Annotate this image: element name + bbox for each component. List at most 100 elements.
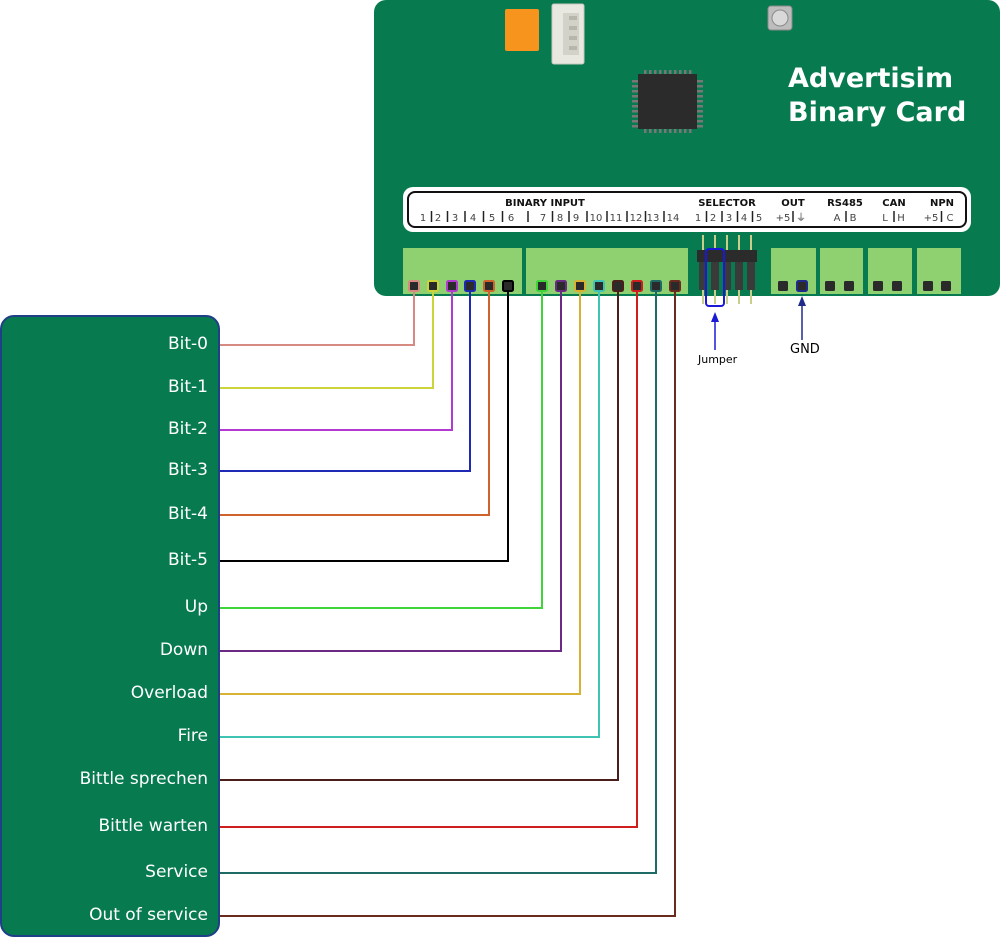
terminal-screw	[844, 281, 854, 291]
jumper-marker	[705, 248, 725, 307]
terminal-screw	[873, 281, 883, 291]
strip-pin-label: 4	[741, 213, 747, 224]
input-screw	[446, 280, 458, 292]
header-pin-body	[735, 262, 743, 290]
strip-title-selector: SELECTOR	[698, 198, 756, 209]
signal-label-bit-1: Bit-1	[167, 377, 208, 397]
wire	[220, 292, 434, 389]
input-screw	[536, 280, 548, 292]
strip-pin-label: ⏚	[796, 212, 806, 224]
white-connector	[551, 3, 585, 65]
strip-pin-label: 1	[420, 213, 426, 224]
controller-panel	[0, 315, 220, 937]
header-pin-body	[723, 262, 731, 290]
input-screw	[483, 280, 495, 292]
signal-label-bit-3: Bit-3	[167, 460, 208, 480]
signal-label-down: Down	[159, 640, 208, 660]
signal-label-bit-4: Bit-4	[167, 504, 208, 524]
terminal-block	[526, 248, 688, 294]
board-title-line2: Binary Card	[788, 97, 967, 128]
strip-pin-label: A	[834, 213, 841, 224]
jumper-label: Jumper	[698, 353, 738, 366]
strip-pin-label: 5	[756, 213, 762, 224]
strip-pin-label: +5	[776, 213, 791, 224]
signal-label-fire: Fire	[177, 726, 208, 746]
wire	[220, 292, 657, 874]
signal-label-bit-5: Bit-5	[167, 550, 208, 570]
strip-pin-label: C	[947, 213, 954, 224]
signal-label-up: Up	[184, 597, 208, 617]
wire	[220, 292, 490, 516]
signal-label-bittle-warten: Bittle warten	[98, 816, 208, 836]
wire	[220, 292, 543, 609]
header-pin-bottom	[750, 290, 752, 304]
header-pin-top	[738, 235, 740, 251]
strip-pin-label: B	[850, 213, 857, 224]
input-screw	[593, 280, 605, 292]
wire	[220, 292, 453, 431]
orange-component	[505, 9, 539, 51]
input-screw	[427, 280, 439, 292]
header-pin-bottom	[714, 290, 716, 304]
input-screw	[574, 280, 586, 292]
button-component	[767, 5, 793, 31]
pin-strip-inner	[407, 191, 967, 228]
strip-pin-label: 14	[667, 213, 680, 224]
strip-pin-label: 11	[610, 213, 623, 224]
input-screw	[631, 280, 643, 292]
strip-pin-label: 9	[573, 213, 579, 224]
strip-pin-label: 5	[489, 213, 495, 224]
terminal-screw	[892, 281, 902, 291]
strip-title-out: OUT	[781, 198, 805, 209]
signal-label-out-of-service: Out of service	[89, 905, 208, 925]
signal-label-bit-2: Bit-2	[167, 419, 208, 439]
terminal-screw	[825, 281, 835, 291]
wire	[220, 292, 619, 781]
gnd-screw	[796, 280, 808, 292]
board-title-line1: Advertisim	[788, 63, 954, 94]
header-pin-top	[702, 235, 704, 251]
terminal-screw	[923, 281, 933, 291]
header-pin-body	[711, 262, 719, 290]
header-pin-body	[747, 262, 755, 290]
strip-title-npn: NPN	[930, 198, 954, 209]
strip-pin-label: 8	[557, 213, 563, 224]
binary-card-board	[374, 0, 1000, 296]
header-pin-top	[750, 235, 752, 251]
terminal-screw	[778, 281, 788, 291]
strip-pin-label: 1	[695, 213, 701, 224]
signal-label-service: Service	[145, 862, 208, 882]
strip-title-rs485: RS485	[827, 198, 863, 209]
signal-label-bittle-sprechen: Bittle sprechen	[79, 769, 208, 789]
terminal-screw	[941, 281, 951, 291]
strip-pin-label: 7	[540, 213, 546, 224]
jumper-arrow	[711, 312, 719, 350]
wire	[220, 292, 509, 562]
wire	[220, 292, 471, 472]
strip-pin-label: 12	[630, 213, 643, 224]
input-screw	[555, 280, 567, 292]
microcontroller-chip	[632, 70, 703, 133]
strip-pin-label: +5	[924, 213, 939, 224]
signal-label-bit-0: Bit-0	[167, 334, 208, 354]
input-screw	[669, 280, 681, 292]
signal-label-overload: Overload	[130, 683, 208, 703]
strip-title-binary_input: BINARY INPUT	[505, 198, 585, 209]
input-screw	[408, 280, 420, 292]
header-pin-bottom	[738, 290, 740, 304]
strip-pin-label: 6	[508, 213, 514, 224]
strip-pin-label: 2	[710, 213, 716, 224]
wire	[220, 292, 638, 828]
strip-pin-label: 2	[435, 213, 441, 224]
strip-pin-label: 13	[647, 213, 660, 224]
wire	[220, 292, 600, 738]
strip-pin-label: 10	[590, 213, 603, 224]
strip-pin-label: L	[882, 213, 888, 224]
wire	[220, 292, 562, 652]
terminal-block	[771, 248, 816, 294]
selector-header	[697, 235, 757, 307]
strip-pin-label: H	[897, 213, 905, 224]
input-screw	[650, 280, 662, 292]
wire	[220, 292, 676, 917]
